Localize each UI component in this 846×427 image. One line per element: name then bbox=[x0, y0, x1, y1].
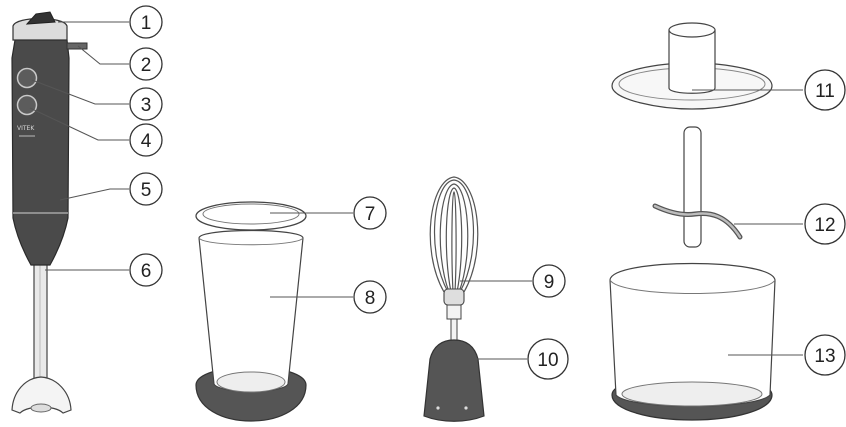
callout-8: 8 bbox=[354, 281, 386, 313]
measuring-beaker bbox=[196, 202, 306, 421]
svg-text:5: 5 bbox=[141, 180, 152, 201]
callout-12: 12 bbox=[805, 204, 845, 244]
leader-line-5 bbox=[60, 189, 129, 200]
chopper-blade-shaft bbox=[684, 127, 701, 247]
brand-mark: VITEK bbox=[17, 125, 35, 132]
callout-1: 1 bbox=[130, 6, 162, 38]
svg-text:13: 13 bbox=[814, 346, 835, 367]
svg-text:3: 3 bbox=[141, 95, 152, 116]
lid-coupling bbox=[669, 30, 715, 93]
callout-10: 10 bbox=[528, 339, 568, 379]
svg-text:12: 12 bbox=[814, 215, 835, 236]
button-1 bbox=[18, 69, 37, 88]
whisk-gearbox bbox=[424, 340, 484, 421]
callout-2: 2 bbox=[130, 48, 162, 80]
side-switch bbox=[67, 43, 87, 49]
whisk-attachment bbox=[424, 177, 484, 421]
svg-text:4: 4 bbox=[141, 131, 152, 152]
callout-6: 6 bbox=[130, 254, 162, 286]
callout-7: 7 bbox=[354, 197, 386, 229]
button-2 bbox=[18, 96, 37, 115]
svg-text:1: 1 bbox=[141, 13, 152, 34]
chopper-attachment bbox=[610, 23, 775, 420]
callout-9: 9 bbox=[533, 265, 565, 297]
speed-regulator bbox=[27, 12, 55, 24]
svg-text:2: 2 bbox=[141, 55, 152, 76]
beaker-lid bbox=[196, 202, 306, 230]
svg-text:10: 10 bbox=[537, 350, 558, 371]
svg-text:7: 7 bbox=[365, 204, 376, 225]
callout-5: 5 bbox=[130, 173, 162, 205]
callout-11: 11 bbox=[805, 70, 845, 110]
beaker-body bbox=[199, 231, 303, 392]
callout-3: 3 bbox=[130, 88, 162, 120]
svg-text:6: 6 bbox=[141, 261, 152, 282]
callout-13: 13 bbox=[805, 335, 845, 375]
hand-blender: VITEK bbox=[12, 12, 87, 413]
svg-text:11: 11 bbox=[815, 81, 835, 102]
callout-4: 4 bbox=[130, 124, 162, 156]
svg-text:8: 8 bbox=[365, 288, 376, 309]
svg-text:9: 9 bbox=[544, 272, 555, 293]
whisk-collar bbox=[444, 289, 464, 305]
